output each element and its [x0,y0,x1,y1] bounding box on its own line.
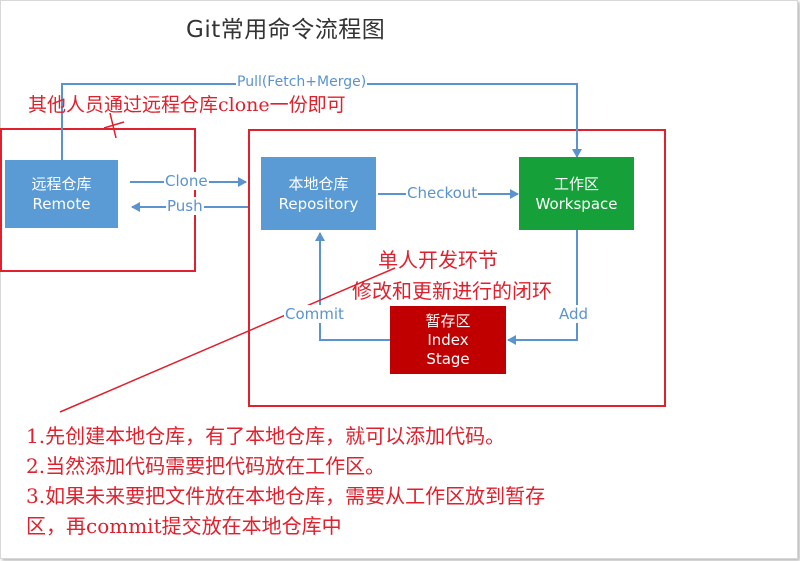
steps-pointer [59,267,396,413]
single-dev-note-line2: 修改和更新进行的闭环 [352,279,552,303]
step-note-4: 区，再commit提交放在本地仓库中 [26,514,342,538]
diagram-title: Git常用命令流程图 [186,17,386,43]
index-node-label-en: Index [427,330,469,349]
push-label: Push [166,197,204,215]
index-node-label-cn: 暂存区 [425,311,471,330]
clone-label: Clone [164,172,209,190]
index-node-label-stage: Stage [426,349,470,368]
single-dev-note-line1: 单人开发环节 [378,248,498,272]
add-arrow [507,230,578,345]
add-label: Add [558,305,590,323]
clone-note-pointer-tick [103,121,125,129]
repository-node-label-en: Repository [278,194,359,213]
clone-note: 其他人员通过远程仓库clone一份即可 [28,94,346,116]
step-note-2: 2.当然添加代码需要把代码放在工作区。 [26,454,386,478]
remote-node: 远程仓库 Remote [5,160,118,228]
remote-node-label-en: Remote [32,195,91,213]
step-note-1: 1.先创建本地仓库，有了本地仓库，就可以添加代码。 [26,424,506,448]
workspace-node-label-en: Workspace [535,194,618,213]
remote-node-label-cn: 远程仓库 [31,175,92,193]
repository-node: 本地仓库 Repository [261,157,376,230]
commit-label: Commit [284,305,345,323]
workspace-node-label-cn: 工作区 [553,174,599,193]
commit-arrow [315,232,390,341]
repository-node-label-cn: 本地仓库 [288,174,349,193]
step-note-3: 3.如果未来要把文件放在本地仓库，需要从工作区放到暂存 [26,484,546,508]
pull-label: Pull(Fetch+Merge) [236,74,368,90]
index-node: 暂存区 Index Stage [390,306,506,374]
local-region-highlight [248,129,666,407]
workspace-node: 工作区 Workspace [519,157,634,230]
checkout-label: Checkout [406,184,479,202]
